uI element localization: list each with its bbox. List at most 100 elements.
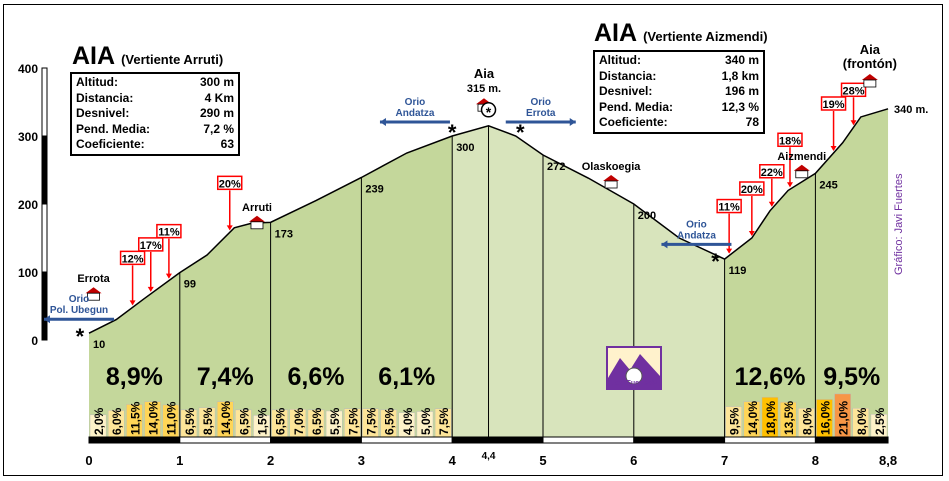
max-gradient-label: 19%	[823, 99, 845, 111]
gradient-cell-label: 11,5%	[128, 401, 142, 435]
gradient-cell-label: 7,5%	[346, 407, 360, 435]
gradient-cell-label: 11,0%	[165, 401, 179, 435]
elevation-label: 200	[638, 210, 656, 222]
direction-label: Errota	[526, 108, 556, 119]
max-gradient-flag	[119, 250, 146, 266]
gradient-cell-label: 14,0%	[219, 401, 233, 435]
flag-arrow-icon	[768, 201, 775, 207]
gradient-cell-label: 1,5%	[256, 407, 270, 435]
gradient-cell-label: 6,0%	[110, 407, 124, 435]
gradient-cell-label: 14,0%	[147, 401, 161, 435]
stat-value: 340 m	[724, 53, 759, 67]
stat-row: Coeficiente:78	[599, 115, 759, 131]
place-subtitle: 315 m.	[467, 83, 501, 95]
left-climb-title: AIA(Vertiente Arruti)	[72, 43, 223, 73]
max-gradient-label: 22%	[761, 167, 783, 179]
stat-row: Coeficiente:63	[76, 137, 234, 153]
gradient-cell-label: 6,5%	[183, 407, 197, 435]
gradient-cell-label: 21,0%	[837, 401, 851, 435]
max-gradient-flag	[216, 175, 243, 191]
stat-value: 290 m	[199, 106, 234, 120]
profile-area	[724, 108, 889, 438]
max-gradient-flag	[759, 164, 785, 179]
gradient-cell-label: 6,5%	[237, 407, 251, 435]
elevation-label: 119	[729, 265, 747, 277]
author-credit: Gráfico: Javi Fuertes	[893, 173, 905, 275]
flag-arrow-icon	[830, 146, 837, 151]
elevation-label: 272	[547, 161, 565, 173]
chart-frame	[3, 4, 943, 476]
house-icon	[861, 74, 878, 80]
distance-bar-segment	[270, 436, 362, 444]
y-tick-label: 100	[18, 266, 38, 280]
flag-arrow-icon	[786, 182, 793, 188]
x-tick-label: 7	[721, 453, 728, 468]
stat-row: Altitud:300 m	[76, 75, 234, 91]
stat-value: 4 Km	[204, 90, 234, 105]
stat-value: 78	[745, 115, 759, 129]
direction-arrowhead-icon	[661, 240, 668, 249]
stat-label: Distancia:	[76, 90, 134, 105]
junction-asterisk-icon: *	[711, 249, 720, 274]
right-climb-title: AIA(Vertiente Aizmendi)	[594, 20, 768, 50]
x-tick-label: 5	[539, 453, 546, 468]
gradient-cell-label: 4,0%	[401, 407, 415, 435]
direction-label: Andatza	[396, 108, 435, 119]
max-gradient-flag	[820, 96, 847, 111]
distance-bar-segment	[633, 436, 726, 444]
flag-arrow-icon	[726, 248, 733, 254]
place-name: Olaskoegia	[582, 161, 642, 173]
max-gradient-flag	[840, 82, 867, 98]
y-axis-segment	[41, 135, 48, 205]
gradient-cell-label: 7,5%	[364, 407, 378, 435]
distance-bar-segment	[88, 436, 181, 444]
gradient-cell-label: 8,0%	[800, 407, 814, 435]
stat-value: 63	[220, 137, 234, 151]
distance-bar-segment	[360, 436, 453, 444]
y-axis-segment	[41, 271, 48, 341]
gradient-cell-label: 13,5%	[782, 401, 796, 435]
max-gradient-label: 28%	[843, 85, 865, 97]
elevation-label: 300	[456, 142, 474, 154]
gradient-cell-label: 7,0%	[292, 407, 306, 435]
place-name: Arruti	[242, 202, 272, 214]
gradient-cell-label: 8,5%	[201, 407, 215, 435]
section-average-gradient: 6,6%	[288, 363, 345, 391]
flag-arrow-icon	[147, 286, 154, 292]
distance-bar-segment	[814, 436, 889, 444]
x-tick-label: 6	[630, 453, 637, 468]
stat-label: Desnivel:	[599, 84, 653, 98]
gradient-cell-label: 2,0%	[92, 407, 106, 435]
section-average-gradient: 7,4%	[197, 363, 254, 391]
house-icon-body	[250, 221, 264, 230]
max-gradient-label: 11%	[158, 227, 180, 239]
gradient-cell-label: 8,0%	[855, 407, 869, 435]
junction-asterisk-icon: *	[76, 324, 85, 349]
flag-arrow-icon	[226, 225, 233, 231]
y-axis-segment	[41, 67, 48, 137]
gradient-cell-label: 6,5%	[274, 407, 288, 435]
y-tick-label: 0	[31, 334, 38, 348]
max-gradient-label: 12%	[122, 253, 144, 265]
mountain-logo-icon	[608, 354, 660, 388]
flag-arrow-icon	[748, 231, 755, 236]
left-title: AIA	[72, 42, 116, 70]
max-gradient-flag	[156, 223, 182, 239]
max-gradient-label: 18%	[779, 135, 801, 147]
direction-label: Andatza	[677, 230, 716, 241]
house-icon	[603, 175, 620, 181]
gradient-cell-label: 2,5%	[873, 407, 887, 435]
direction-arrowhead-icon	[379, 118, 386, 126]
max-gradient-label: 17%	[140, 240, 162, 252]
junction-asterisk-icon: *	[448, 120, 457, 145]
logo-text: Javi Fuertes©	[610, 380, 657, 387]
section-average-gradient: 9,5%	[823, 363, 880, 391]
distance-bar-segment	[179, 436, 272, 444]
section-average-gradient: 8,9%	[106, 363, 163, 391]
stat-label: Distancia:	[599, 68, 657, 83]
direction-label: Orio	[69, 294, 90, 305]
gradient-cell-label: 5,5%	[328, 407, 342, 435]
place-name: Errota	[77, 273, 110, 285]
gradient-cell-label: 6,5%	[383, 407, 397, 435]
